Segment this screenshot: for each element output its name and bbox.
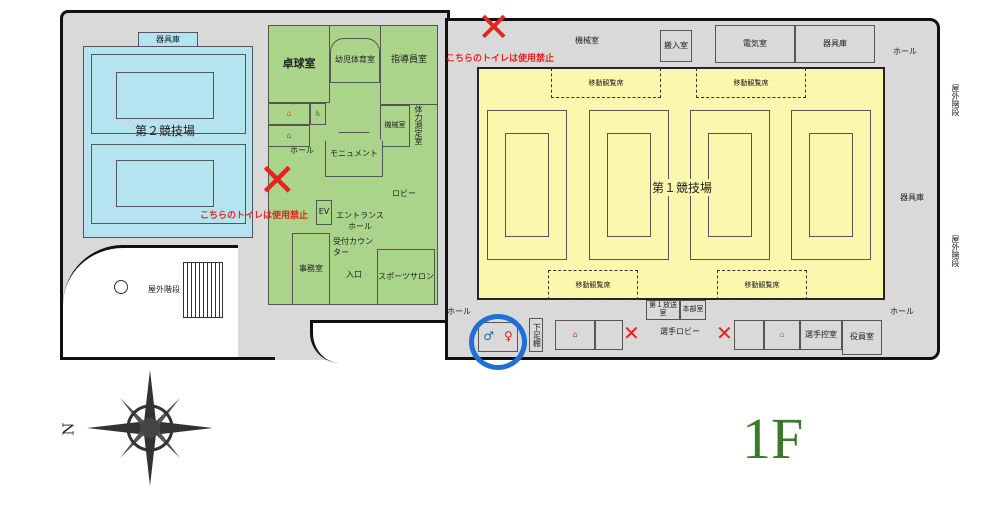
court-inner — [116, 160, 214, 207]
outdoor-stairs-right: 屋外階段 — [951, 235, 960, 267]
mobile-seats: 移動観覧席 — [548, 270, 638, 300]
entrance: 入口 — [346, 270, 362, 279]
office-label: 事務室 — [299, 263, 323, 273]
carry-in-room[interactable]: 搬入室 — [660, 30, 692, 62]
closed-restroom-x-icon: ✕ — [258, 153, 297, 207]
hall-top-right: ホール — [893, 47, 917, 56]
available-restroom-highlight — [469, 314, 527, 370]
closed-restroom-x-icon: ✕ — [716, 321, 733, 345]
court — [487, 110, 567, 260]
court-inner — [505, 133, 549, 237]
athlete-waiting-label: 選手控室 — [805, 329, 837, 339]
monument-label: モニュメント — [330, 149, 378, 159]
lobby: ロビー — [392, 189, 416, 198]
court-inner — [116, 72, 214, 119]
broadcast-room[interactable]: 第１放送室 — [646, 300, 680, 320]
outdoor-stairs-right: 屋外階段 — [951, 84, 960, 116]
closed-restroom-x-icon: ✕ — [477, 5, 511, 51]
hq-room[interactable]: 本部室 — [680, 300, 706, 320]
elevator-label: EV — [318, 207, 330, 217]
restroom-closed-warning: こちらのトイレは使用禁止 — [200, 211, 309, 221]
storage-top[interactable]: 器具庫 — [795, 25, 875, 63]
carry-in-label: 搬入室 — [664, 40, 688, 50]
gym2-storage-label: 器具庫 — [156, 34, 180, 44]
elevator[interactable]: EV — [316, 200, 332, 225]
office[interactable]: 事務室 — [292, 233, 330, 305]
north-label: N — [59, 422, 78, 436]
hq-label: 本部室 — [682, 305, 704, 314]
gym1-label: 第１競技場 — [652, 179, 713, 196]
accessible-toilet[interactable]: ♿ — [310, 103, 326, 125]
table-tennis-label: 卓球室 — [282, 56, 316, 70]
restroom[interactable] — [734, 320, 764, 350]
hanger-icon: ⌂ — [779, 329, 785, 339]
closed-restroom-x-icon: ✕ — [623, 321, 640, 345]
athlete-waiting-room[interactable]: 選手控室 — [800, 320, 842, 350]
mobile-seats: 移動観覧席 — [551, 68, 661, 98]
restroom[interactable] — [595, 320, 623, 350]
electrical-room[interactable]: 電気室 — [715, 25, 795, 63]
court-inner — [708, 133, 752, 237]
gym2-label: 第２競技場 — [135, 124, 196, 138]
monument[interactable]: モニュメント — [325, 132, 383, 177]
officials-room[interactable]: 役員室 — [842, 320, 882, 355]
hall-left: ホール — [290, 146, 314, 155]
entrance-hall: エントランスホール — [336, 211, 384, 231]
machine-room[interactable]: 機械室 — [575, 36, 599, 45]
kids-gym[interactable]: 幼児体育室 — [330, 38, 380, 83]
machine-room-small-label: 機械室 — [384, 121, 406, 130]
womens-restroom[interactable]: ⌂ — [268, 125, 310, 147]
floor-label: 1F — [742, 406, 804, 471]
storage-top-label: 器具庫 — [823, 38, 847, 48]
locker-room[interactable]: ⌂ — [555, 320, 595, 350]
stairs — [183, 262, 223, 318]
mens-restroom[interactable]: ⌂ — [268, 103, 310, 125]
court-inner — [607, 133, 651, 237]
hall-bottom-left: ホール — [447, 307, 471, 316]
broadcast-label: 第１放送室 — [649, 301, 677, 317]
storage-right[interactable]: 器具庫 — [900, 193, 924, 202]
hanger-icon: ⌂ — [286, 108, 292, 118]
entrance-notch — [310, 320, 445, 363]
sports-salon-label: スポーツサロン — [378, 271, 434, 281]
fitness-test-room[interactable]: 体力測定室 — [414, 105, 423, 145]
pillar — [114, 280, 128, 294]
restroom-closed-warning: こちらのトイレは使用禁止 — [446, 54, 555, 64]
mobile-seats: 移動観覧席 — [717, 270, 807, 300]
court-inner — [809, 133, 853, 237]
mobile-seats: 移動観覧席 — [696, 68, 806, 98]
court-outline — [91, 54, 246, 134]
hanger-icon: ⌂ — [286, 130, 292, 140]
machine-room-small[interactable]: 機械室 — [380, 105, 410, 147]
court — [791, 110, 871, 260]
reception-counter: 受付カウンター — [333, 237, 373, 257]
table-tennis-room[interactable]: 卓球室 — [268, 25, 330, 103]
hanger-icon: ⌂ — [572, 329, 578, 339]
shoe-rack: 下足棚 — [529, 318, 543, 352]
sports-salon[interactable]: スポーツサロン — [377, 249, 435, 305]
athlete-lobby: 選手ロビー — [660, 327, 700, 336]
outdoor-stairs-left: 屋外階段 — [148, 285, 180, 294]
instructor-label: 指導員室 — [390, 55, 427, 65]
kids-gym-label: 幼児体育室 — [335, 55, 375, 65]
electrical-label: 電気室 — [743, 38, 767, 48]
officials-label: 役員室 — [850, 332, 874, 342]
court-outline — [91, 144, 246, 224]
wheelchair-icon: ♿ — [314, 108, 322, 118]
compass-rose-icon — [87, 370, 213, 486]
locker-room[interactable]: ⌂ — [764, 320, 800, 350]
instructor-room[interactable]: 指導員室 — [380, 25, 438, 105]
hall-bottom-right: ホール — [890, 307, 914, 316]
